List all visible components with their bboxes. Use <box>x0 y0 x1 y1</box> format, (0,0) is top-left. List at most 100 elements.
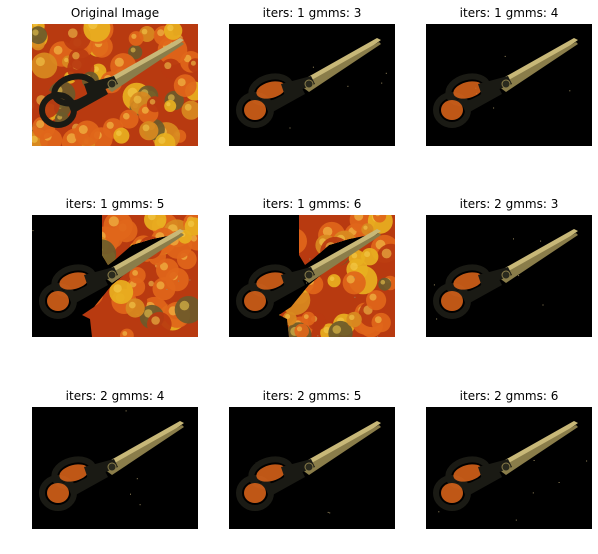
panel-image <box>426 407 592 529</box>
noise-speckle <box>513 238 514 240</box>
fruit-highlight <box>35 57 45 67</box>
panel-image <box>32 24 198 146</box>
scissors-blade-lower <box>104 233 184 283</box>
fruit-blob <box>342 271 366 295</box>
fruit-highlight <box>354 215 364 221</box>
panel-illustration <box>229 24 395 146</box>
panel-cell: iters: 1 gmms: 6 <box>229 195 395 337</box>
noise-speckle <box>518 275 520 277</box>
noise-speckle <box>504 55 506 57</box>
scissors <box>433 421 578 511</box>
panel-title: iters: 2 gmms: 4 <box>65 389 165 403</box>
fruit-highlight <box>346 275 355 284</box>
fruit-blob <box>373 215 387 223</box>
noise-speckle <box>569 90 571 92</box>
scissors-pivot <box>304 270 314 280</box>
scissors-blade-lower <box>498 425 578 475</box>
fruit-highlight <box>296 326 303 332</box>
noise-speckle <box>436 318 438 320</box>
fruit-highlight <box>66 133 77 144</box>
panel-title: iters: 1 gmms: 6 <box>262 197 362 211</box>
scissors-pivot <box>107 462 117 472</box>
panel-cell: iters: 1 gmms: 4 <box>426 4 592 146</box>
fruit-blob <box>125 298 145 318</box>
loop-fill-lower <box>47 291 69 311</box>
noise-speckle <box>317 335 319 337</box>
fruit-highlight <box>93 66 99 72</box>
panel-title: iters: 2 gmms: 5 <box>262 389 362 403</box>
scissors <box>433 38 578 128</box>
noise-speckle <box>540 240 542 242</box>
fruit-blob <box>371 312 391 333</box>
noise-speckle <box>354 296 356 298</box>
fruit-highlight <box>190 60 196 66</box>
noise-speckle <box>433 284 435 286</box>
fruit-blob <box>144 215 167 231</box>
noise-speckle <box>289 127 291 129</box>
scissors-blade-lower <box>104 42 184 92</box>
scissors-blade-lower <box>301 425 381 475</box>
scissors-blade-lower <box>498 233 578 283</box>
fruit-blob <box>164 100 177 112</box>
fruit-highlight <box>151 316 160 325</box>
scissors-arm-lower <box>462 469 502 497</box>
panel-cell: Original Image <box>32 4 198 146</box>
fruit-highlight <box>179 300 190 311</box>
fruit-highlight <box>88 24 98 30</box>
fruit-highlight <box>322 226 333 237</box>
fruit-blob <box>119 109 139 129</box>
fruit-highlight <box>32 24 38 27</box>
fruit-highlight <box>114 57 124 67</box>
scissors-pivot <box>107 79 117 89</box>
fruit-highlight <box>32 135 38 143</box>
noise-speckle <box>306 282 308 284</box>
scissors-pivot <box>304 79 314 89</box>
fruit-highlight <box>131 33 137 39</box>
loop-fill-lower <box>244 483 266 503</box>
noise-speckle <box>558 482 560 483</box>
loop-fill-lower <box>441 291 463 311</box>
fruit-highlight <box>156 281 165 290</box>
scissors <box>433 229 578 319</box>
noise-speckle <box>178 280 180 282</box>
scissors-arm-lower <box>265 86 305 114</box>
loop-fill-lower <box>244 100 266 120</box>
fruit-highlight <box>144 309 153 318</box>
fruit-highlight <box>332 325 342 334</box>
fruit-highlight <box>329 276 335 281</box>
noise-speckle <box>189 279 191 281</box>
noise-speckle <box>542 304 544 306</box>
noise-speckle <box>532 492 534 494</box>
noise-speckle <box>136 478 138 480</box>
noise-speckle <box>329 512 331 514</box>
fruit-highlight <box>108 216 119 227</box>
fruit-highlight <box>116 130 122 136</box>
noise-speckle <box>353 277 355 279</box>
scissors-pivot <box>501 462 511 472</box>
fruit-blob <box>301 311 316 326</box>
scissors-blade-lower <box>301 233 381 283</box>
fruit-highlight <box>167 24 174 32</box>
fruit-highlight <box>363 225 368 230</box>
fruit-blob <box>146 96 163 113</box>
panel-cell: iters: 2 gmms: 5 <box>229 387 395 529</box>
noise-speckle <box>125 410 127 412</box>
fruit-blob <box>113 127 130 144</box>
panel-illustration <box>32 407 198 529</box>
noise-speckle <box>533 460 535 461</box>
fruit-blob <box>74 120 100 146</box>
panel-cell: iters: 2 gmms: 4 <box>32 387 198 529</box>
scissors-pivot <box>501 270 511 280</box>
loop-fill-lower <box>47 483 69 503</box>
panel-title: iters: 1 gmms: 3 <box>262 6 362 20</box>
panel-image <box>32 215 198 337</box>
fruit-blob <box>68 48 90 70</box>
scissors-arm-lower <box>265 469 305 497</box>
noise-speckle <box>515 519 517 521</box>
fruit-highlight <box>375 215 380 217</box>
noise-speckle <box>312 66 314 68</box>
fruit-highlight <box>374 316 382 324</box>
fruit-blob <box>378 277 392 291</box>
fruit-blob <box>147 311 172 337</box>
